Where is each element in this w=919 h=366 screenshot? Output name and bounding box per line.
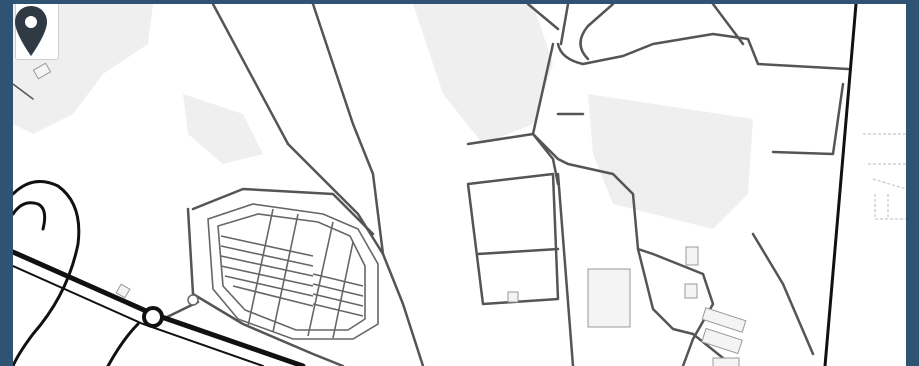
roads [161,4,850,366]
map-pin-icon[interactable] [13,4,49,58]
roundabouts [142,294,199,328]
park-areas [13,4,753,229]
residential-grid [207,203,379,340]
buildings [32,62,747,366]
map-viewport[interactable]: - [13,4,906,366]
map-tiles [13,4,906,366]
dashed-boundaries [863,133,906,220]
